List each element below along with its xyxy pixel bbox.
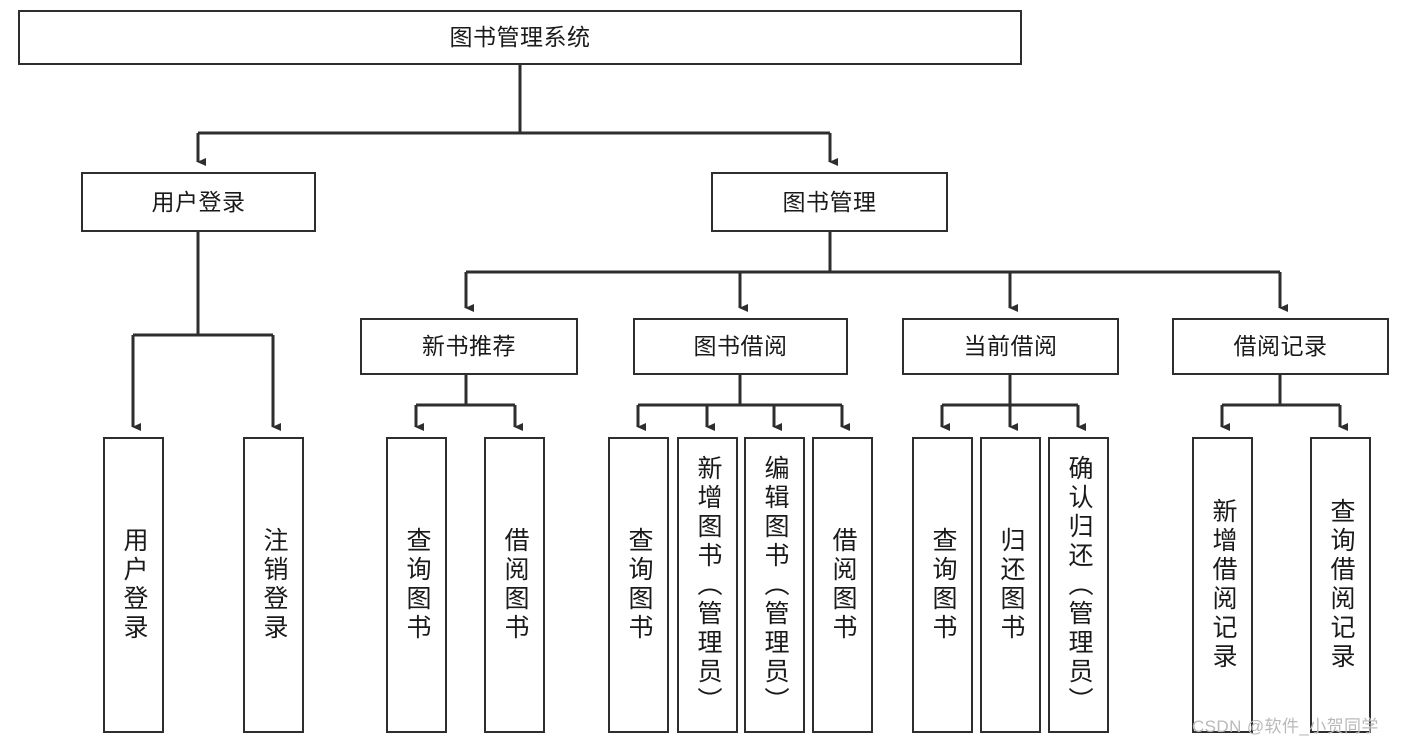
node-label: 当前借阅 <box>963 333 1058 360</box>
node-label: 图书借阅 <box>693 333 788 360</box>
node-new-book-recommendation[interactable]: 新书推荐 <box>360 318 578 375</box>
csdn-watermark: CSDN @软件_小贺同学 <box>1192 717 1379 736</box>
node-label: 归还图书 <box>997 527 1025 643</box>
leaf-confirm-return-admin[interactable]: 确认归还（管理员） <box>1048 437 1109 733</box>
node-user-login[interactable]: 用户登录 <box>81 172 316 232</box>
node-label: 查询图书 <box>929 527 957 643</box>
leaf-borrow-book[interactable]: 借阅图书 <box>812 437 873 733</box>
leaf-user-login[interactable]: 用户登录 <box>103 437 164 733</box>
leaf-query-book-recommend[interactable]: 查询图书 <box>386 437 447 733</box>
node-label: 新书推荐 <box>422 333 516 360</box>
node-label: 新增借阅记录 <box>1209 498 1237 672</box>
node-label: 查询图书 <box>403 527 431 643</box>
leaf-return-book[interactable]: 归还图书 <box>980 437 1041 733</box>
leaf-borrow-book-recommend[interactable]: 借阅图书 <box>484 437 545 733</box>
node-label: 查询图书 <box>625 527 653 643</box>
node-label: 新增图书（管理员） <box>694 454 722 716</box>
node-current-borrowing[interactable]: 当前借阅 <box>902 318 1119 375</box>
node-label: 注销登录 <box>260 527 288 643</box>
node-borrowing-records[interactable]: 借阅记录 <box>1172 318 1389 375</box>
node-label: 图书管理系统 <box>449 24 591 51</box>
node-label: 编辑图书（管理员） <box>761 454 789 716</box>
node-label: 用户登录 <box>120 527 148 643</box>
node-label: 借阅记录 <box>1233 333 1328 360</box>
leaf-query-book-current[interactable]: 查询图书 <box>912 437 973 733</box>
node-label: 查询借阅记录 <box>1327 498 1355 672</box>
node-book-borrowing[interactable]: 图书借阅 <box>633 318 848 375</box>
node-label: 图书管理 <box>782 188 877 215</box>
leaf-edit-book-admin[interactable]: 编辑图书（管理员） <box>744 437 805 733</box>
node-book-management-system[interactable]: 图书管理系统 <box>18 10 1022 65</box>
leaf-add-borrow-record[interactable]: 新增借阅记录 <box>1192 437 1253 733</box>
leaf-add-book-admin[interactable]: 新增图书（管理员） <box>677 437 738 733</box>
node-label: 借阅图书 <box>829 527 857 643</box>
leaf-logout[interactable]: 注销登录 <box>243 437 304 733</box>
leaf-query-borrow-record[interactable]: 查询借阅记录 <box>1310 437 1371 733</box>
node-label: 用户登录 <box>151 188 246 215</box>
node-label: 确认归还（管理员） <box>1065 454 1093 716</box>
node-book-management[interactable]: 图书管理 <box>711 172 948 232</box>
node-label: 借阅图书 <box>501 527 529 643</box>
leaf-query-book-borrow[interactable]: 查询图书 <box>608 437 669 733</box>
